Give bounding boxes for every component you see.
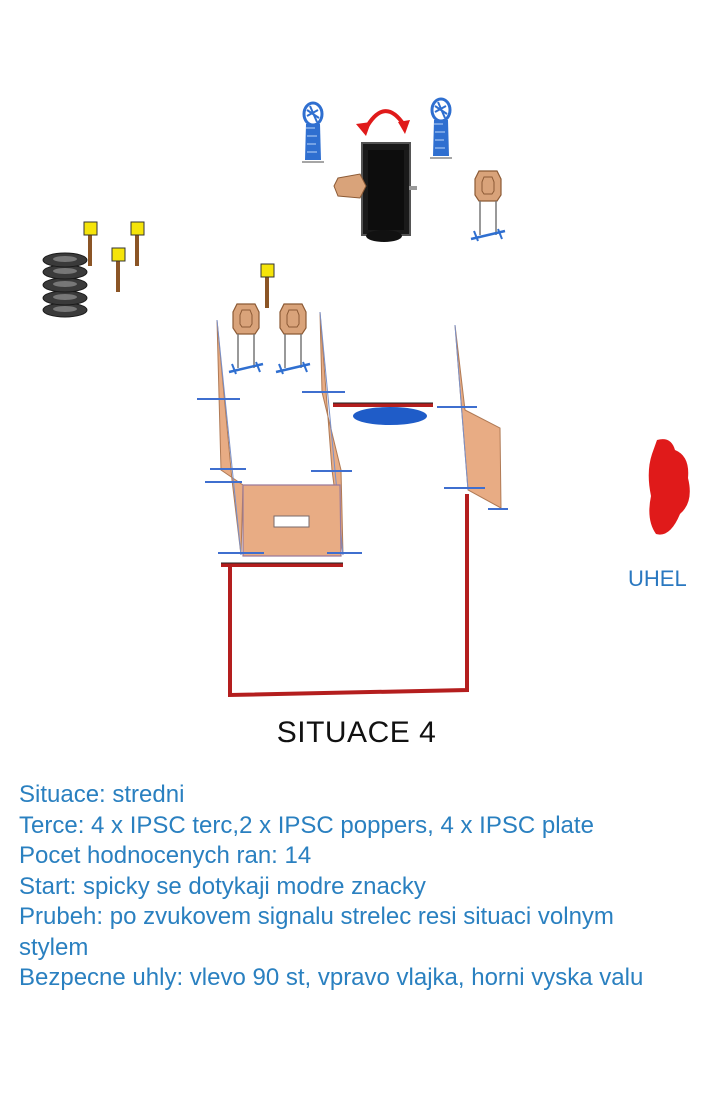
description-terce: Terce: 4 x IPSC terc,2 x IPSC poppers, 4…: [19, 811, 594, 839]
description-prubeh: Prubeh: po zvukovem signalu strelec resi…: [19, 903, 614, 961]
ipsc-popper-icon: [428, 97, 454, 160]
description-pocet: Pocet hodnocenych ran: 14: [19, 842, 312, 869]
ipsc-plate-icon: [110, 246, 127, 294]
rotation-arrow-icon: [356, 109, 410, 136]
ipsc-target-icon: [227, 302, 265, 376]
description-bezpecne: Bezpecne uhly: vlevo 90 st, vpravo vlajk…: [19, 964, 644, 991]
safety-flag-icon: [648, 439, 690, 535]
wall-panel-icon: [197, 319, 246, 556]
angle-label: UHEL: [628, 566, 687, 591]
rotating-target-icon: [333, 142, 417, 242]
stage-title: SITUACE 4: [276, 716, 437, 749]
fault-line: [221, 403, 469, 698]
ipsc-popper-icon: [300, 101, 326, 164]
stage-description: Situace: stredni Terce: 4 x IPSC terc,2 …: [19, 780, 699, 994]
ipsc-plate-icon: [259, 262, 276, 310]
stage-diagram: [42, 97, 690, 698]
ipsc-target-icon: [274, 302, 312, 376]
tires-icon: [42, 252, 88, 318]
description-start: Start: spicky se dotykaji modre znacky: [19, 872, 426, 900]
ipsc-target-icon: [469, 169, 507, 243]
window-panel-icon: [218, 484, 362, 557]
wall-panel-icon: [437, 324, 508, 510]
description-situace: Situace: stredni: [19, 781, 185, 808]
start-marker-icon: [353, 407, 427, 425]
ipsc-plate-icon: [129, 220, 146, 268]
